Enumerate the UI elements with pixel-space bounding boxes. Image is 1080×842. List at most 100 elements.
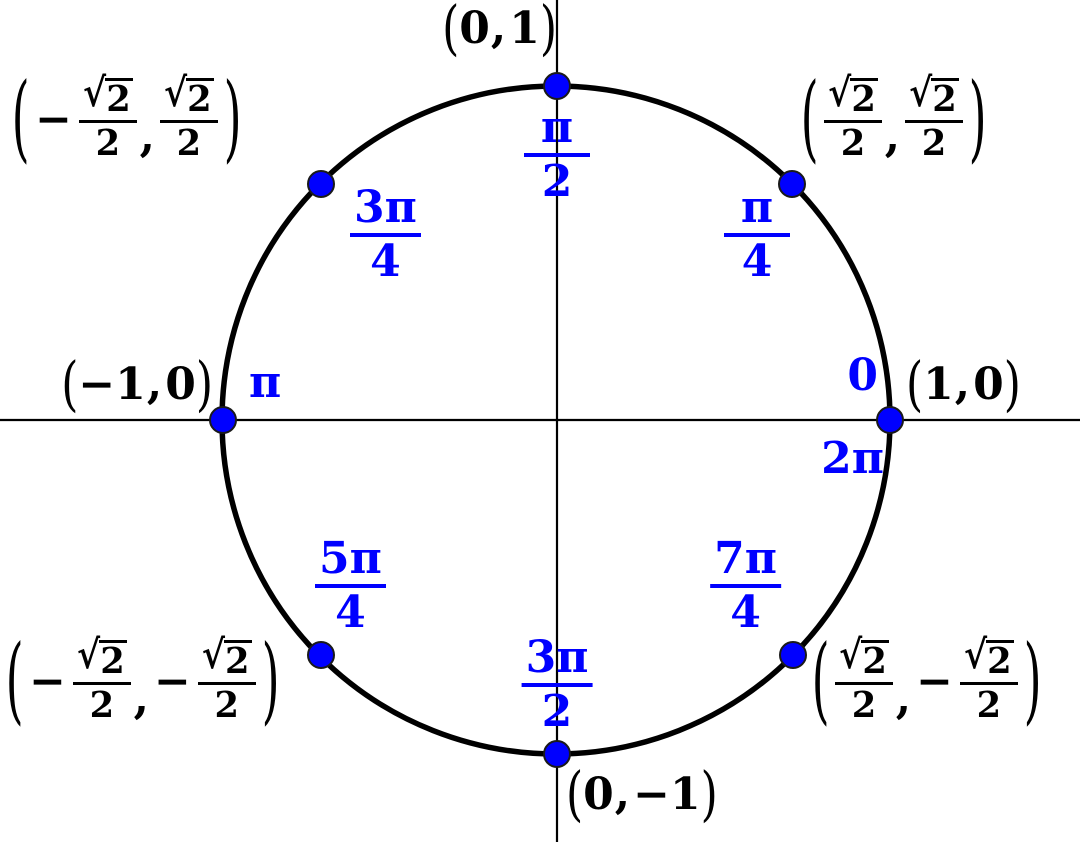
- rparen: ): [700, 759, 718, 829]
- radical-icon: √: [77, 631, 101, 678]
- x-sign: −: [35, 93, 73, 145]
- denominator: 2: [851, 685, 877, 727]
- radicand: 2: [186, 78, 214, 120]
- coord-x: 1: [923, 359, 954, 410]
- denominator: 4: [741, 236, 773, 287]
- denominator: 2: [921, 123, 947, 165]
- coord-x: 1: [115, 359, 146, 410]
- y-sign: −: [154, 655, 191, 707]
- fraction-bar: [724, 233, 790, 237]
- comma: ,: [139, 111, 155, 163]
- rparen: ): [261, 625, 280, 736]
- fraction-bar: [710, 584, 781, 588]
- angle-fraction: 3π 2: [521, 636, 593, 737]
- coord-label-quadrant4: ( √2 2 , − √2 2: [808, 633, 1045, 728]
- radical-icon: √: [964, 631, 988, 678]
- coord-label-top: ( 0 , 1 ): [442, 0, 557, 58]
- numerator: 7π: [714, 533, 777, 584]
- radicand: 2: [99, 640, 127, 682]
- angle-label-pi-over-4: π 4: [722, 186, 792, 284]
- fraction-bar: [835, 682, 893, 686]
- coord-x: 0: [583, 769, 614, 820]
- point-0[interactable]: [876, 406, 904, 434]
- point-3pi-over-4[interactable]: [307, 170, 335, 198]
- comma: ,: [895, 673, 912, 725]
- rparen: ): [539, 0, 557, 63]
- comma: ,: [614, 768, 631, 819]
- x-sign: −: [29, 655, 67, 707]
- fraction-bar: [160, 120, 218, 124]
- lparen: (: [442, 0, 460, 63]
- denominator: 2: [95, 123, 121, 165]
- radical-icon: √: [839, 631, 863, 678]
- angle-fraction: π 4: [724, 186, 790, 284]
- radicand: 2: [850, 78, 878, 120]
- coord-label-quadrant2: ( − √2 2 , √2 2: [8, 71, 245, 166]
- rparen: ): [1003, 349, 1021, 419]
- coord-y-sign: −: [633, 769, 670, 820]
- coord-label-bottom: ( 0 , − 1 ): [566, 765, 718, 824]
- rparen: ): [968, 63, 987, 174]
- angle-value: π: [249, 357, 282, 408]
- fraction-bar: [73, 682, 131, 686]
- angle-value: 0: [847, 350, 878, 401]
- lparen: (: [566, 759, 584, 829]
- fraction-bar: [79, 120, 137, 124]
- comma: ,: [490, 2, 507, 53]
- denominator: 2: [976, 685, 1002, 727]
- lparen: (: [61, 349, 79, 419]
- angle-label-0: 0: [847, 354, 878, 398]
- numerator: π: [540, 102, 574, 153]
- fraction-bar: [824, 120, 882, 124]
- angle-label-2pi: 2π: [821, 437, 884, 481]
- denominator: 2: [541, 156, 573, 207]
- comma: ,: [884, 111, 901, 163]
- point-3pi-over-2[interactable]: [543, 740, 571, 768]
- comma: ,: [954, 358, 971, 409]
- denominator: 4: [730, 587, 761, 638]
- radical-icon: √: [909, 69, 933, 116]
- denominator: 2: [840, 123, 866, 165]
- angle-fraction: 3π 4: [350, 186, 421, 284]
- coord-label-left: ( − 1 , 0 ): [61, 355, 213, 414]
- fraction-x: √2 2: [835, 635, 893, 727]
- coord-label-right: ( 1 , 0 ): [906, 355, 1021, 414]
- lparen: (: [811, 625, 830, 736]
- point-pi[interactable]: [209, 406, 237, 434]
- fraction-bar: [960, 682, 1018, 686]
- fraction-x: √2 2: [824, 73, 882, 165]
- angle-fraction: 7π 4: [710, 537, 781, 635]
- coord-y: 1: [509, 3, 540, 54]
- denominator: 2: [541, 686, 573, 737]
- denominator: 4: [335, 587, 366, 638]
- lparen: (: [5, 625, 24, 736]
- radical-icon: √: [828, 69, 852, 116]
- point-5pi-over-4[interactable]: [307, 641, 335, 669]
- angle-label-3pi-over-2: 3π 2: [520, 636, 595, 734]
- point-pi-over-2[interactable]: [543, 72, 571, 100]
- angle-label-7pi-over-4: 7π 4: [708, 537, 783, 635]
- coord-y: 0: [165, 359, 196, 410]
- coord-y: 1: [670, 769, 701, 820]
- angle-fraction: 5π 4: [315, 537, 386, 635]
- fraction-y: √2 2: [197, 635, 256, 723]
- comma: ,: [133, 673, 149, 725]
- angle-value: 2π: [821, 433, 884, 484]
- denominator: 4: [370, 236, 401, 287]
- fraction-y: √2 2: [905, 73, 963, 165]
- denominator: 2: [89, 685, 115, 727]
- angle-fraction: π 2: [524, 106, 590, 204]
- radicand: 2: [224, 640, 252, 682]
- fraction-bar: [350, 233, 421, 237]
- angle-label-5pi-over-4: 5π 4: [313, 537, 388, 635]
- lparen: (: [906, 349, 924, 419]
- radicand: 2: [986, 640, 1014, 682]
- point-7pi-over-4[interactable]: [779, 641, 807, 669]
- point-pi-over-4[interactable]: [778, 170, 806, 198]
- fraction-x: √2 2: [73, 635, 131, 727]
- coord-label-quadrant3: ( − √2 2 , − √2 2: [2, 633, 283, 728]
- numerator: 5π: [319, 533, 382, 584]
- angle-label-3pi-over-4: 3π 4: [348, 186, 423, 284]
